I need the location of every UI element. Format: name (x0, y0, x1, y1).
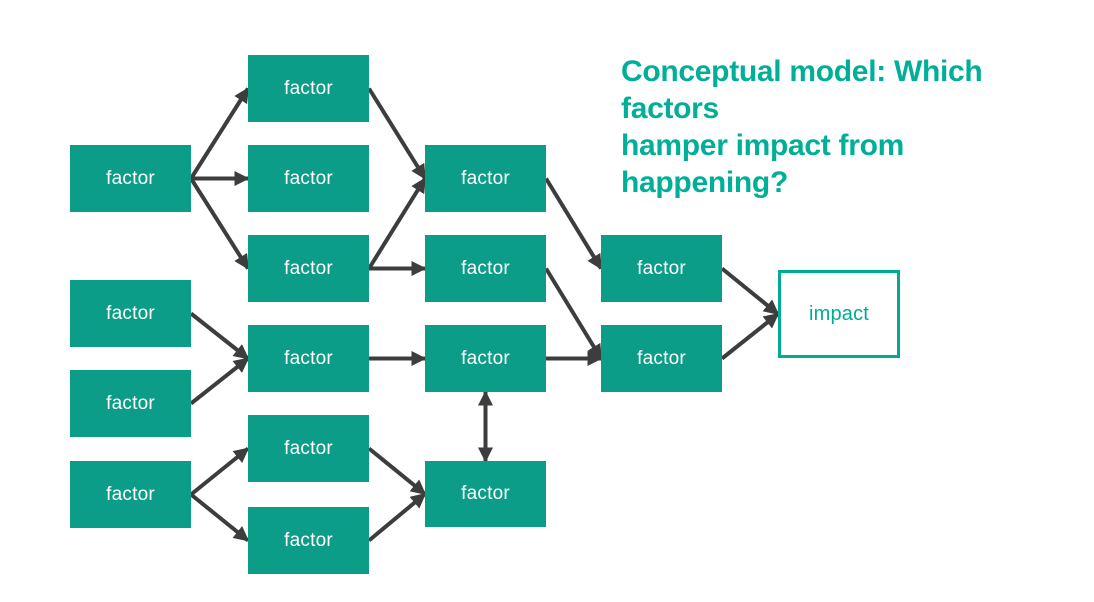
edge-f16-impact (720, 312, 780, 361)
edge-f3-f8 (189, 356, 250, 406)
edge-f4-f9 (189, 446, 250, 497)
edge-f11-f15 (544, 177, 603, 270)
edge-f4-f10 (189, 492, 250, 543)
edge-f2-f8 (189, 311, 250, 361)
edge-f1-f5 (189, 87, 250, 180)
diagram-title-line1: Conceptual model: Which factors (621, 55, 983, 125)
edge-f15-impact (720, 266, 780, 316)
edge-f7-f11 (367, 177, 427, 270)
edge-f5-f11 (367, 87, 427, 180)
edge-f1-f7 (189, 177, 250, 270)
edge-f9-f14 (367, 446, 427, 496)
diagram-title: Conceptual model: Which factors hamper i… (621, 53, 1061, 201)
diagram-title-line2: hamper impact from happening? (621, 129, 904, 199)
edge-f10-f14 (367, 492, 427, 543)
edge-f12-f16 (544, 267, 603, 360)
